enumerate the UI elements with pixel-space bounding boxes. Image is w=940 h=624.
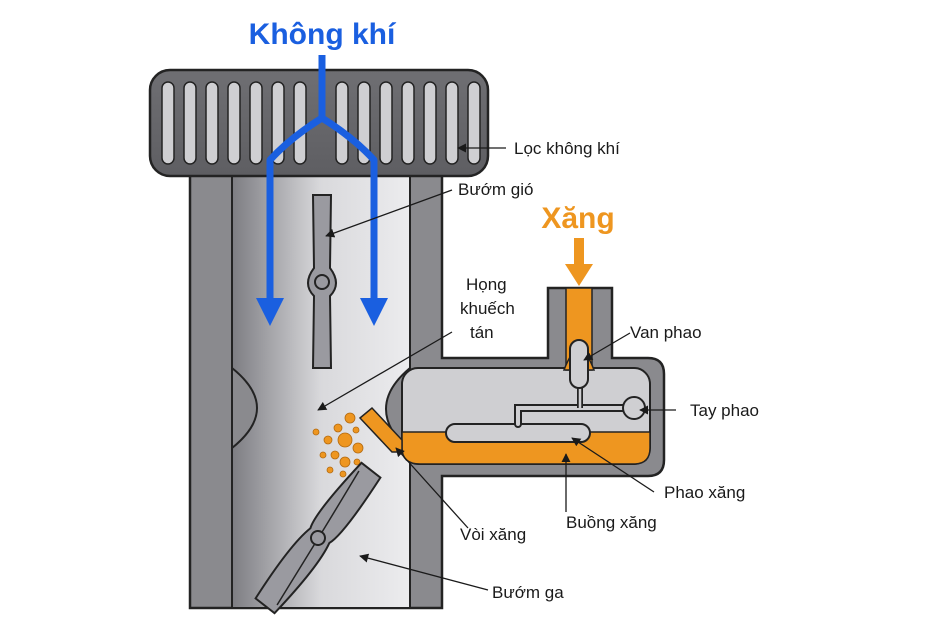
label-air-filter: Lọc không khí bbox=[514, 139, 620, 158]
label-float-arm: Tay phao bbox=[690, 401, 759, 420]
air-flow-arrows bbox=[266, 55, 378, 300]
label-float: Phao xăng bbox=[664, 483, 745, 502]
choke-valve bbox=[307, 194, 337, 369]
fuel-title: Xăng bbox=[541, 202, 614, 235]
venturi-left bbox=[231, 365, 258, 451]
leader-lines bbox=[317, 143, 676, 591]
label-throttle: Bướm ga bbox=[492, 583, 564, 602]
throttle-valve bbox=[254, 461, 382, 615]
fuel-jet-tube bbox=[358, 406, 403, 453]
label-float-chamber: Buồng xăng bbox=[566, 513, 657, 532]
label-jet: Vòi xăng bbox=[460, 525, 526, 544]
label-float-valve: Van phao bbox=[630, 323, 702, 342]
fuel-droplets bbox=[312, 412, 364, 478]
label-venturi-line1: Họng bbox=[466, 275, 507, 294]
air-arrow-heads bbox=[256, 298, 388, 326]
label-choke: Bướm gió bbox=[458, 180, 533, 199]
air-title: Không khí bbox=[249, 18, 397, 51]
label-venturi-line2: khuếch bbox=[460, 299, 515, 318]
fuel-inlet-arrow bbox=[565, 238, 593, 286]
label-venturi-line3: tán bbox=[470, 323, 494, 342]
